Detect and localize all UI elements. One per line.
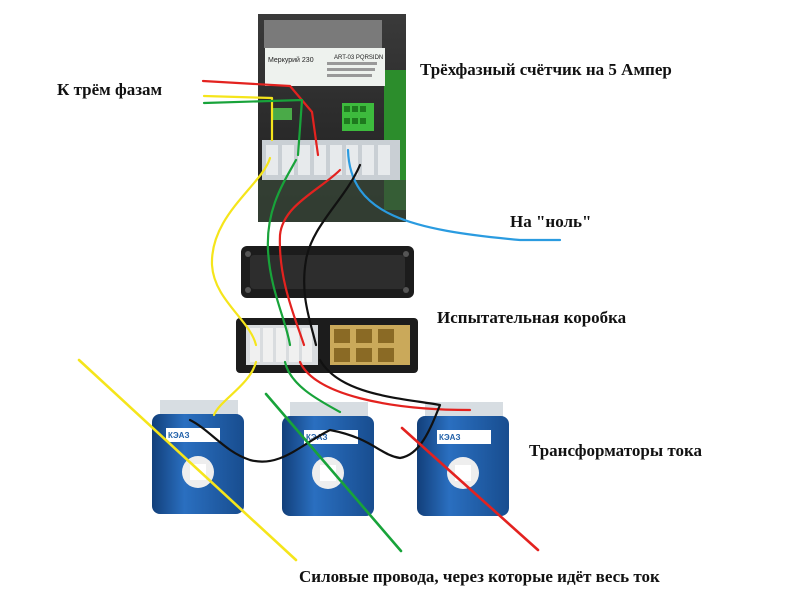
wires	[77, 79, 562, 562]
meter-terminals	[262, 140, 400, 180]
power-wire-red	[400, 426, 540, 552]
current-transformer-2: КЭАЗ	[282, 402, 374, 516]
wire-green-box-ct2	[283, 360, 342, 414]
label-to-three-phases: К трём фазам	[57, 80, 163, 99]
current-transformer-1: КЭАЗ	[152, 400, 244, 514]
wire-black-return	[188, 358, 442, 463]
meter-terminal-block-green	[342, 103, 374, 131]
wire-green-meter-box	[266, 158, 298, 347]
label-test-box: Испытательная коробка	[437, 308, 627, 327]
power-wire-green	[264, 392, 403, 553]
wire-yellow-meter-box	[210, 156, 272, 347]
wire-phase-yellow-in	[202, 94, 274, 142]
wire-red-box-ct3	[298, 360, 472, 412]
wire-yellow-box-ct1	[212, 360, 258, 417]
wire-black-meter-box	[303, 163, 362, 347]
label-three-phase-meter: Трёхфазный счётчик на 5 Ампер	[420, 60, 672, 79]
meter-code-text: ART-03 PQRSIDN	[334, 55, 383, 61]
power-wire-yellow	[77, 358, 298, 562]
ct-brand-text: КЭАЗ	[439, 433, 460, 442]
wire-phase-green-in	[202, 98, 304, 157]
meter-model-text: Меркурий 230	[268, 56, 314, 64]
test-box-lid	[241, 246, 414, 298]
label-power-wires: Силовые провода, через которые идёт весь…	[299, 567, 660, 586]
electricity-meter: Меркурий 230 ART-03 PQRSIDN	[258, 14, 406, 222]
current-transformer-3: КЭАЗ	[417, 402, 509, 516]
ct-brand-text: КЭАЗ	[168, 431, 189, 440]
meter-nameplate	[265, 48, 385, 86]
wire-red-meter-box	[278, 168, 342, 347]
label-to-neutral: На "ноль"	[510, 212, 592, 231]
test-box	[236, 318, 418, 373]
label-current-transformers: Трансформаторы тока	[529, 441, 703, 460]
wire-neutral	[346, 148, 562, 242]
